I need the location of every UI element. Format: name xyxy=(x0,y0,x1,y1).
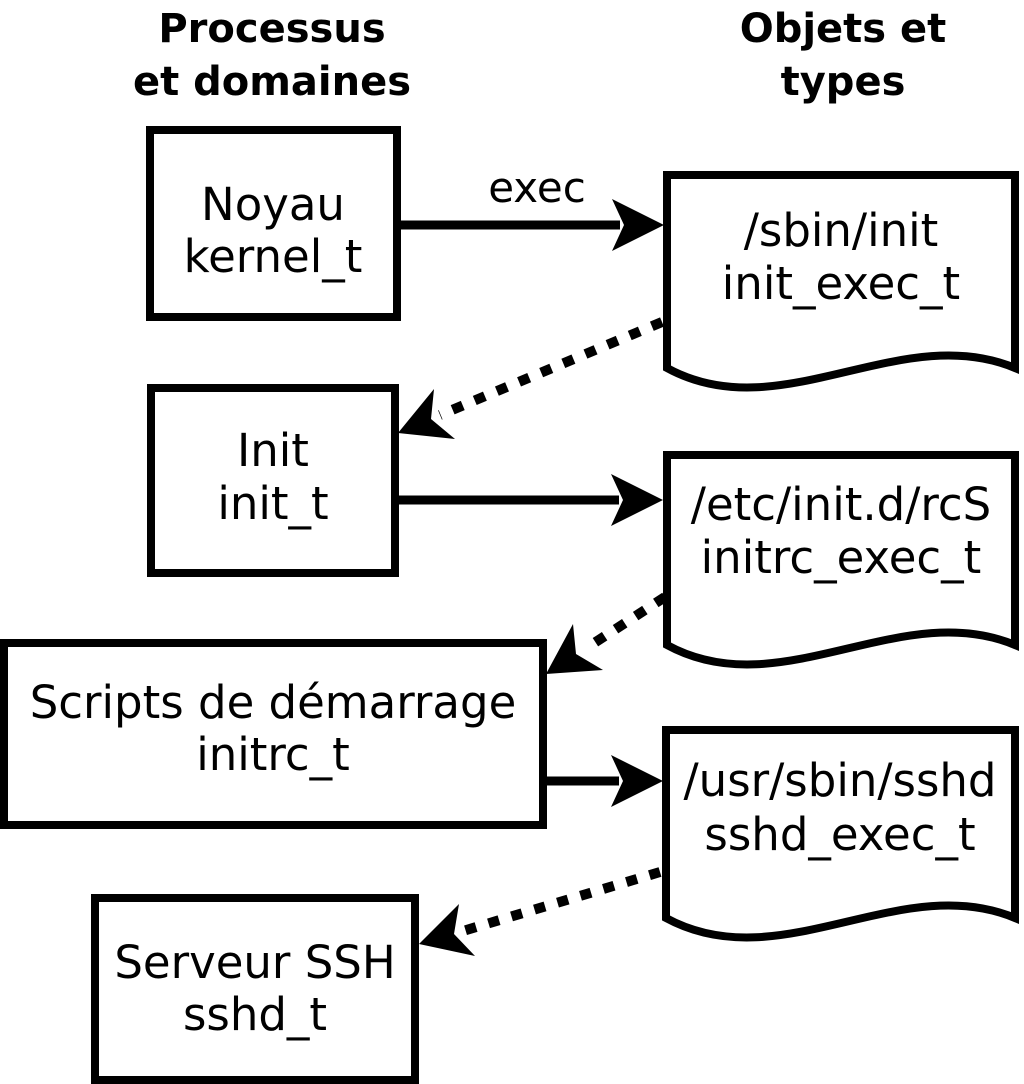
right-column-header-line2: types xyxy=(781,59,906,105)
arrowhead-icon xyxy=(611,755,663,807)
process-box-kernel-rect xyxy=(146,126,401,321)
right-column-header-line1: Objets et xyxy=(740,6,947,52)
object-doc-sshd-type: sshd_exec_t xyxy=(704,808,975,861)
process-box-init-type: init_t xyxy=(217,477,328,530)
arrowhead-icon xyxy=(398,389,455,439)
document-shape-icon xyxy=(663,171,1019,392)
process-box-sshd-rect xyxy=(91,894,419,1084)
object-doc-sshd-path: /usr/sbin/sshd xyxy=(684,754,997,807)
process-box-init-rect xyxy=(147,384,399,577)
process-box-kernel: Noyau kernel_t xyxy=(146,126,401,321)
document-shape-icon xyxy=(662,726,1019,942)
process-box-initrc-type: initrc_t xyxy=(196,728,350,781)
exec-arrow-label: exec xyxy=(488,163,586,212)
process-box-sshd-name: Serveur SSH xyxy=(114,936,395,989)
process-box-initrc-rect xyxy=(0,639,547,829)
transition-arrow-rcs-to-initrc xyxy=(582,592,668,654)
object-doc-sbininit-type: init_exec_t xyxy=(722,257,960,310)
exec-arrows: exec xyxy=(395,163,664,807)
process-box-initrc: Scripts de démarrage initrc_t xyxy=(0,639,547,829)
process-box-init: Init init_t xyxy=(147,384,399,577)
process-boxes: Noyau kernel_t Init init_t Scripts de dé… xyxy=(0,126,547,1084)
object-doc-rcs: /etc/init.d/rcS initrc_exec_t xyxy=(663,451,1019,669)
arrowhead-icon xyxy=(612,199,664,251)
object-documents: /sbin/init init_exec_t /etc/init.d/rcS i… xyxy=(662,171,1019,942)
process-box-init-name: Init xyxy=(237,424,309,477)
left-column-header-line1: Processus xyxy=(158,6,385,52)
process-box-sshd-type: sshd_t xyxy=(183,988,327,1041)
object-doc-rcs-path: /etc/init.d/rcS xyxy=(691,478,991,531)
arrowhead-icon xyxy=(419,904,475,956)
process-box-kernel-type: kernel_t xyxy=(184,230,363,283)
object-doc-sshd: /usr/sbin/sshd sshd_exec_t xyxy=(662,726,1019,942)
process-box-initrc-name: Scripts de démarrage xyxy=(30,676,517,729)
left-column-header-line2: et domaines xyxy=(133,59,411,105)
document-shape-icon xyxy=(663,451,1019,669)
process-box-sshd: Serveur SSH sshd_t xyxy=(91,894,419,1084)
column-headers: Processus et domaines Objets et types xyxy=(133,6,946,105)
arrowhead-icon xyxy=(611,474,663,526)
transition-arrow-sbininit-to-init xyxy=(438,317,664,420)
object-doc-sbininit-path: /sbin/init xyxy=(744,204,939,257)
domain-transition-arrows xyxy=(398,317,668,956)
transition-arrow-sshdexec-to-sshd xyxy=(461,867,662,936)
object-doc-rcs-type: initrc_exec_t xyxy=(701,531,982,584)
process-box-kernel-name: Noyau xyxy=(201,178,345,231)
object-doc-sbininit: /sbin/init init_exec_t xyxy=(663,171,1019,392)
arrowhead-icon xyxy=(546,624,603,674)
